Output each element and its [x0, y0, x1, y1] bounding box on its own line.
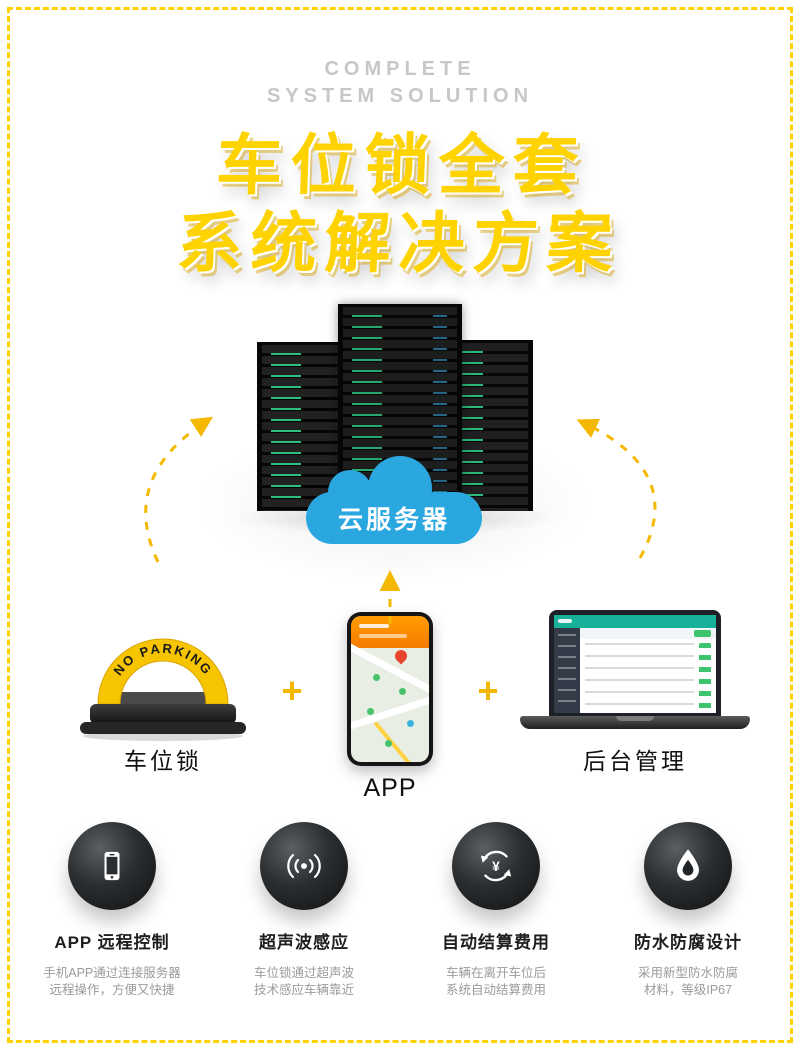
map-pin-icon	[392, 647, 410, 665]
lock-base-plate	[80, 722, 246, 734]
feature-desc-line1: 车位锁通过超声波	[253, 966, 354, 980]
feature-title: 超声波感应	[259, 933, 349, 952]
app-header-text-bar	[359, 624, 389, 628]
feature-desc-line1: 采用新型防水防腐	[637, 966, 738, 980]
feature-description: 车辆在离开车位后 系统自动结算费用	[446, 965, 546, 999]
feature-title: 防水防腐设计	[634, 933, 742, 952]
feature-circle	[644, 822, 732, 910]
phone-illustration	[347, 612, 433, 766]
server-tower-left	[257, 342, 351, 511]
map-road	[351, 642, 429, 701]
parking-lock-illustration: NO PARKING	[78, 608, 248, 742]
app-header-bar	[351, 616, 429, 648]
server-lights	[271, 353, 301, 501]
app-label: APP	[363, 774, 417, 802]
phone-icon	[104, 851, 120, 881]
laptop-base	[520, 716, 750, 729]
laptop-screen	[549, 610, 721, 716]
page-title-line2: 系统解决方案	[175, 206, 622, 280]
feature-app-remote: APP 远程控制 手机APP通过连接服务器 远程操作，方便又快捷	[16, 822, 208, 999]
laptop-hinge-notch	[616, 716, 654, 721]
dashboard-status-pills	[699, 643, 711, 711]
dashboard-topbar	[554, 615, 716, 628]
app-header-text-bar	[359, 634, 407, 638]
eyebrow-text: COMPLETE SYSTEM SOLUTION	[0, 56, 800, 110]
feature-ultrasonic: 超声波感应 车位锁通过超声波 技术感应车辆靠近	[208, 822, 400, 999]
map-route	[373, 721, 413, 762]
cloud-server-badge: 云服务器	[306, 456, 482, 544]
plus-sign-left: +	[281, 670, 303, 711]
page-title: 车位锁全套 系统解决方案	[0, 126, 800, 282]
settlement-icon: ¥	[480, 850, 512, 882]
feature-row: APP 远程控制 手机APP通过连接服务器 远程操作，方便又快捷 超声波	[16, 822, 784, 999]
feature-title: 自动结算费用	[442, 933, 550, 952]
phone-screen	[351, 616, 429, 762]
feature-desc-line2: 系统自动结算费用	[445, 983, 546, 997]
plus-sign-right: +	[477, 670, 499, 711]
server-lights	[433, 315, 447, 503]
feature-desc-line1: 手机APP通过连接服务器	[43, 966, 181, 980]
laptop-illustration	[520, 610, 750, 740]
feature-description: 采用新型防水防腐 材料，等级IP67	[638, 965, 738, 999]
lock-base	[90, 704, 236, 724]
map-marker-dots	[373, 674, 380, 681]
dashboard-action-button	[694, 630, 711, 637]
feature-circle	[260, 822, 348, 910]
feature-desc-line2: 远程操作，方便又快捷	[49, 983, 175, 997]
parking-lock-svg: NO PARKING	[80, 638, 246, 741]
dashboard-sidebar	[554, 628, 580, 713]
feature-desc-line1: 车辆在离开车位后	[445, 966, 546, 980]
page-title-line1: 车位锁全套	[215, 128, 588, 202]
eyebrow-line1: COMPLETE	[324, 58, 476, 80]
server-rack-illustration	[195, 304, 595, 584]
feature-circle: ¥	[452, 822, 540, 910]
map-road	[351, 689, 429, 734]
feature-waterproof: 防水防腐设计 采用新型防水防腐 材料，等级IP67	[592, 822, 784, 999]
dashboard-logo-bar	[558, 619, 572, 623]
waterproof-icon	[677, 849, 699, 881]
lock-arch	[97, 638, 229, 705]
lock-crossbar	[100, 692, 226, 704]
feature-description: 车位锁通过超声波 技术感应车辆靠近	[254, 965, 354, 999]
backend-label: 后台管理	[583, 748, 687, 774]
cloud-server-label: 云服务器	[337, 506, 450, 534]
feature-desc-line2: 技术感应车辆靠近	[253, 983, 354, 997]
admin-dashboard-ui	[554, 615, 716, 713]
feature-circle	[68, 822, 156, 910]
svg-text:¥: ¥	[492, 859, 500, 874]
feature-description: 手机APP通过连接服务器 远程操作，方便又快捷	[43, 965, 181, 999]
lock-label: 车位锁	[124, 748, 202, 774]
feature-title: APP 远程控制	[54, 933, 170, 952]
dashboard-sidebar-items	[558, 634, 576, 709]
dashboard-table-rows	[585, 643, 694, 711]
feature-auto-settlement: ¥ 自动结算费用 车辆在离开车位后 系统自动结算费用	[400, 822, 592, 999]
feature-desc-line2: 材料，等级IP67	[643, 983, 733, 997]
eyebrow-line2: SYSTEM SOLUTION	[266, 85, 534, 107]
ultrasonic-icon	[287, 853, 321, 879]
dashboard-toolbar	[580, 628, 716, 639]
